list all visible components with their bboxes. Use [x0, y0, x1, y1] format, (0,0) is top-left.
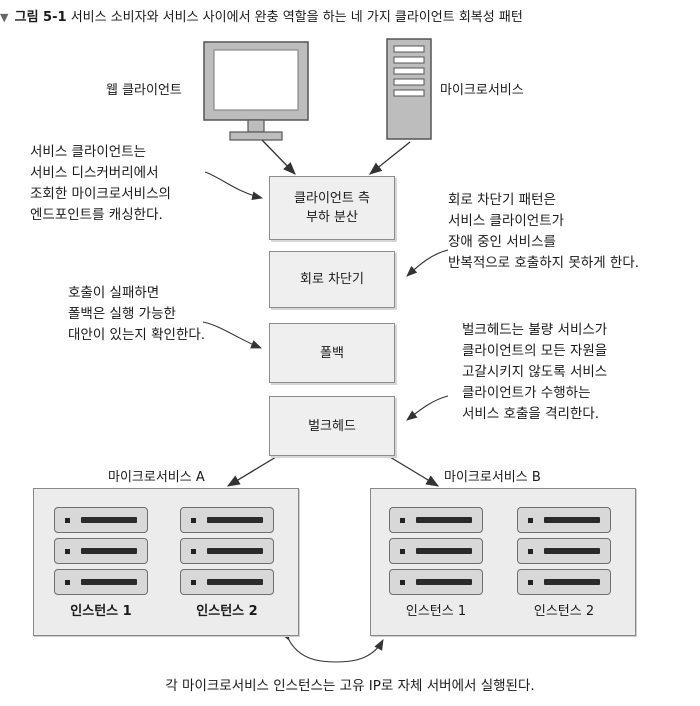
server-unit-icon: [389, 569, 483, 595]
figure-title: 서비스 소비자와 서비스 사이에서 완충 역할을 하는 네 가지 클라이언트 회…: [70, 10, 523, 25]
note-fallback: 호출이 실패하면 폴백은 실행 가능한 대안이 있는지 확인한다.: [68, 283, 205, 346]
server-unit-icon: [54, 569, 148, 595]
note-bh-line-5: 서비스 호출을 격리한다.: [462, 406, 600, 422]
monitor-icon: [203, 41, 309, 141]
service-a-label: 마이크로서비스 A: [108, 470, 205, 485]
fallback-label: 폴백: [320, 345, 344, 361]
service-b-instance-2: 인스턴스 2: [517, 507, 611, 619]
instance-label: 인스턴스 1: [405, 604, 467, 619]
chevron-down-icon: ▼: [0, 11, 9, 24]
server-unit-icon: [517, 569, 611, 595]
arrow-to-service-a: [226, 456, 277, 487]
server-tower-icon: [386, 38, 432, 140]
note-lb-line-2: 서비스 디스커버리에서: [30, 165, 159, 181]
service-a-instance-1: 인스턴스 1: [54, 507, 148, 619]
service-b-container: 인스턴스 1 인스턴스 2: [370, 488, 636, 636]
fallback-box: 폴백: [269, 323, 395, 383]
instance-label: 인스턴스 2: [533, 604, 595, 619]
arrow-to-service-b: [389, 456, 440, 487]
note-fb-line-3: 대안이 있는지 확인한다.: [68, 327, 206, 343]
note-bulkhead: 벌크헤드는 불량 서비스가 클라이언트의 모든 자원을 고갈시키지 않도록 서비…: [462, 320, 607, 425]
note-lb-line-4: 엔드포인트를 캐싱한다.: [30, 207, 163, 223]
circuit-breaker-box: 회로 차단기: [269, 251, 395, 308]
note-cb-line-4: 반복적으로 호출하지 못하게 한다.: [448, 255, 640, 271]
note-cb-line-2: 서비스 클라이언트가: [448, 213, 565, 229]
arrow-note-cb: [406, 249, 449, 277]
bulkhead-box: 벌크헤드: [269, 396, 395, 456]
arrow-note-bulkhead: [406, 395, 449, 421]
web-client-label: 웹 클라이언트: [106, 83, 182, 98]
note-fb-line-2: 폴백은 실행 가능한: [68, 306, 176, 322]
note-bh-line-1: 벌크헤드는 불량 서비스가: [462, 322, 608, 338]
server-unit-icon: [517, 538, 611, 564]
bulkhead-label: 벌크헤드: [308, 418, 356, 434]
note-circuit-breaker: 회로 차단기 패턴은 서비스 클라이언트가 장애 중인 서비스를 반복적으로 호…: [448, 190, 639, 274]
server-unit-icon: [180, 569, 274, 595]
arrow-note-fallback: [202, 321, 263, 349]
note-cb-line-3: 장애 중인 서비스를: [448, 234, 556, 250]
figure-caption: ▼ 그림 5-1 서비스 소비자와 서비스 사이에서 완충 역할을 하는 네 가…: [0, 6, 523, 25]
arrow-note-lb: [204, 171, 264, 201]
server-unit-icon: [54, 538, 148, 564]
footer-note: 각 마이크로서비스 인스턴스는 고유 IP로 자체 서버에서 실행된다.: [165, 678, 535, 694]
arrow-server-to-lb: [368, 141, 411, 175]
server-unit-icon: [180, 538, 274, 564]
note-lb-line-1: 서비스 클라이언트는: [30, 144, 147, 160]
note-fb-line-1: 호출이 실패하면: [68, 285, 160, 301]
circuit-breaker-label: 회로 차단기: [300, 272, 364, 287]
double-arrow-instances: [280, 629, 384, 663]
service-a-instance-2: 인스턴스 2: [180, 507, 274, 619]
client-side-load-balancing-box: 클라이언트 측 부하 분산: [269, 176, 395, 240]
server-unit-icon: [54, 507, 148, 533]
note-load-balancing: 서비스 클라이언트는 서비스 디스커버리에서 조회한 마이크로서비스의 엔드포인…: [30, 142, 171, 226]
service-b-label: 마이크로서비스 B: [444, 470, 541, 485]
server-unit-icon: [517, 507, 611, 533]
instance-label: 인스턴스 2: [196, 604, 258, 619]
note-bh-line-4: 클라이언트가 수행하는: [462, 385, 591, 401]
figure-number: 그림 5-1: [14, 10, 67, 25]
lb-line-2: 부하 분산: [306, 210, 358, 225]
microservice-label: 마이크로서비스: [440, 83, 524, 98]
service-a-container: 인스턴스 1 인스턴스 2: [33, 488, 299, 636]
lb-line-1: 클라이언트 측: [294, 191, 370, 206]
instance-label: 인스턴스 1: [70, 604, 132, 619]
note-lb-line-3: 조회한 마이크로서비스의: [30, 186, 171, 202]
arrow-monitor-to-lb: [261, 139, 296, 175]
service-b-instance-1: 인스턴스 1: [389, 507, 483, 619]
note-cb-line-1: 회로 차단기 패턴은: [448, 192, 556, 208]
note-bh-line-2: 클라이언트의 모든 자원을: [462, 343, 608, 359]
server-unit-icon: [180, 507, 274, 533]
server-unit-icon: [389, 507, 483, 533]
note-bh-line-3: 고갈시키지 않도록 서비스: [462, 364, 608, 380]
server-unit-icon: [389, 538, 483, 564]
